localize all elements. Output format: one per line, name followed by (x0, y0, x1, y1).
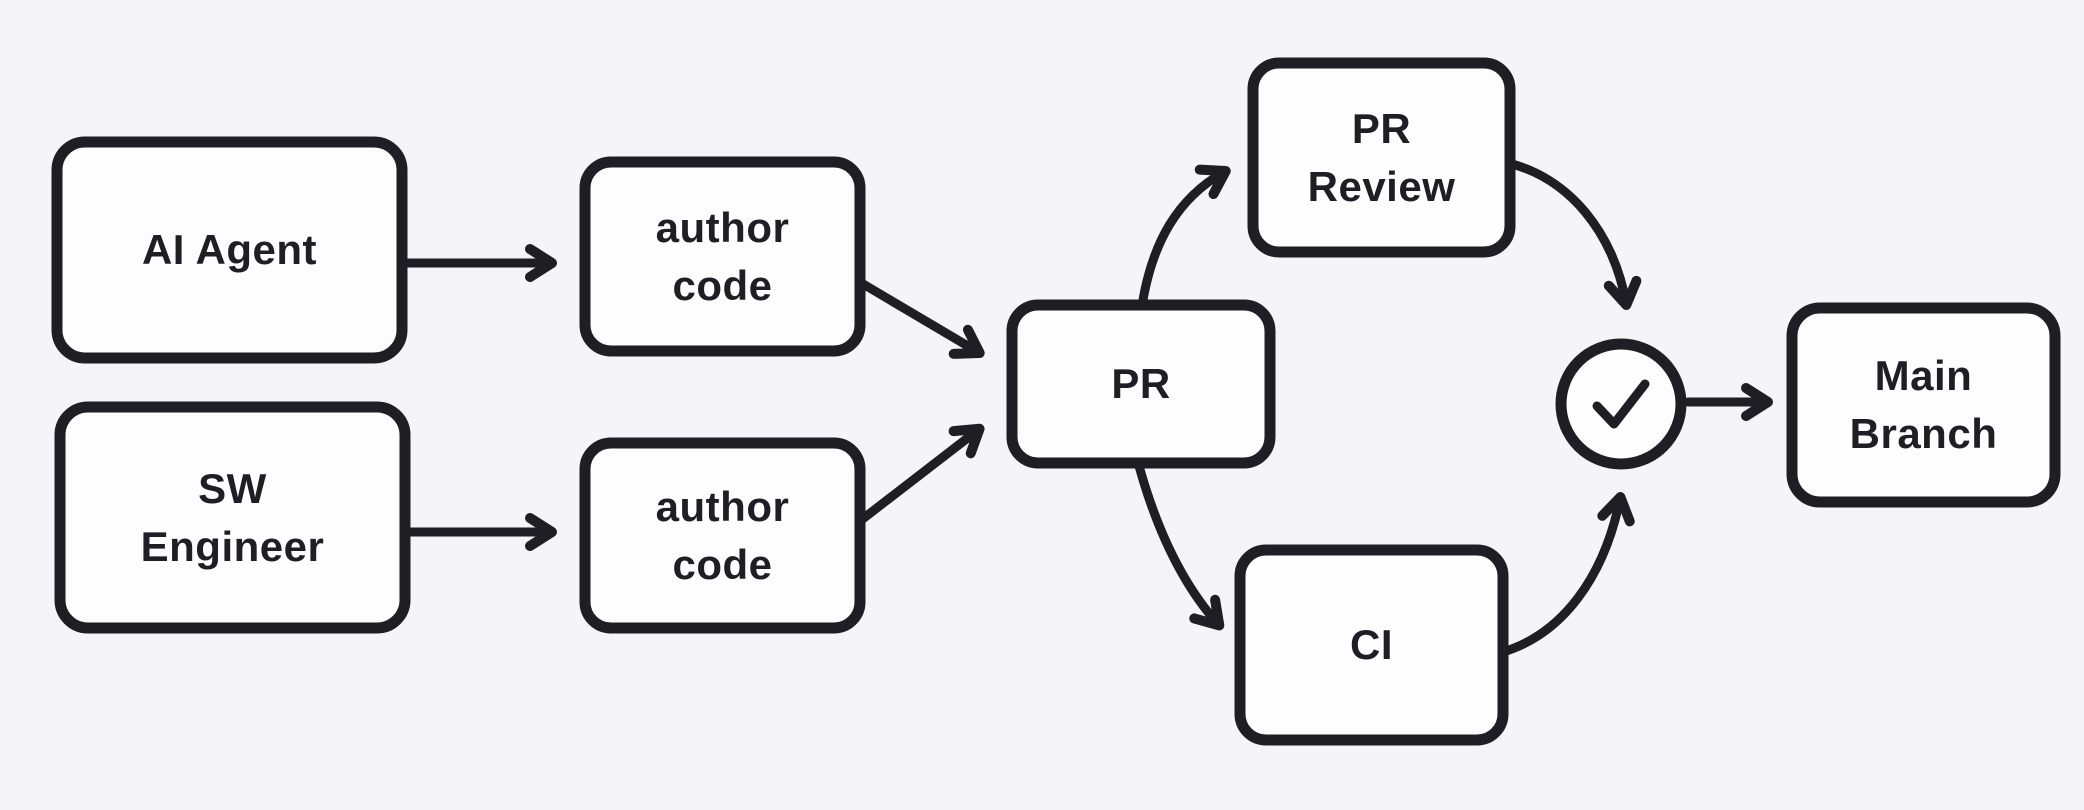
sw-engineer-box (54, 401, 411, 634)
ai-agent-box (51, 136, 408, 364)
pr-box (1006, 299, 1276, 469)
edge-pr-to-ci (1134, 461, 1225, 631)
author-code-2-box (579, 437, 866, 634)
check-circle (1555, 338, 1687, 470)
check-icon (1592, 379, 1650, 429)
edge-author-code-2-to-pr (855, 423, 985, 526)
edges (399, 158, 1773, 657)
pr-review-box (1247, 57, 1516, 258)
edge-pr-review-to-check (1503, 158, 1642, 310)
edge-ci-to-check (1498, 492, 1635, 657)
edge-pr-to-pr-review (1137, 164, 1231, 311)
nodes (51, 57, 2061, 746)
edge-author-code-1-to-pr (853, 276, 985, 359)
main-branch-box (1786, 302, 2061, 508)
ci-box (1234, 544, 1509, 746)
author-code-1-box (579, 156, 866, 357)
